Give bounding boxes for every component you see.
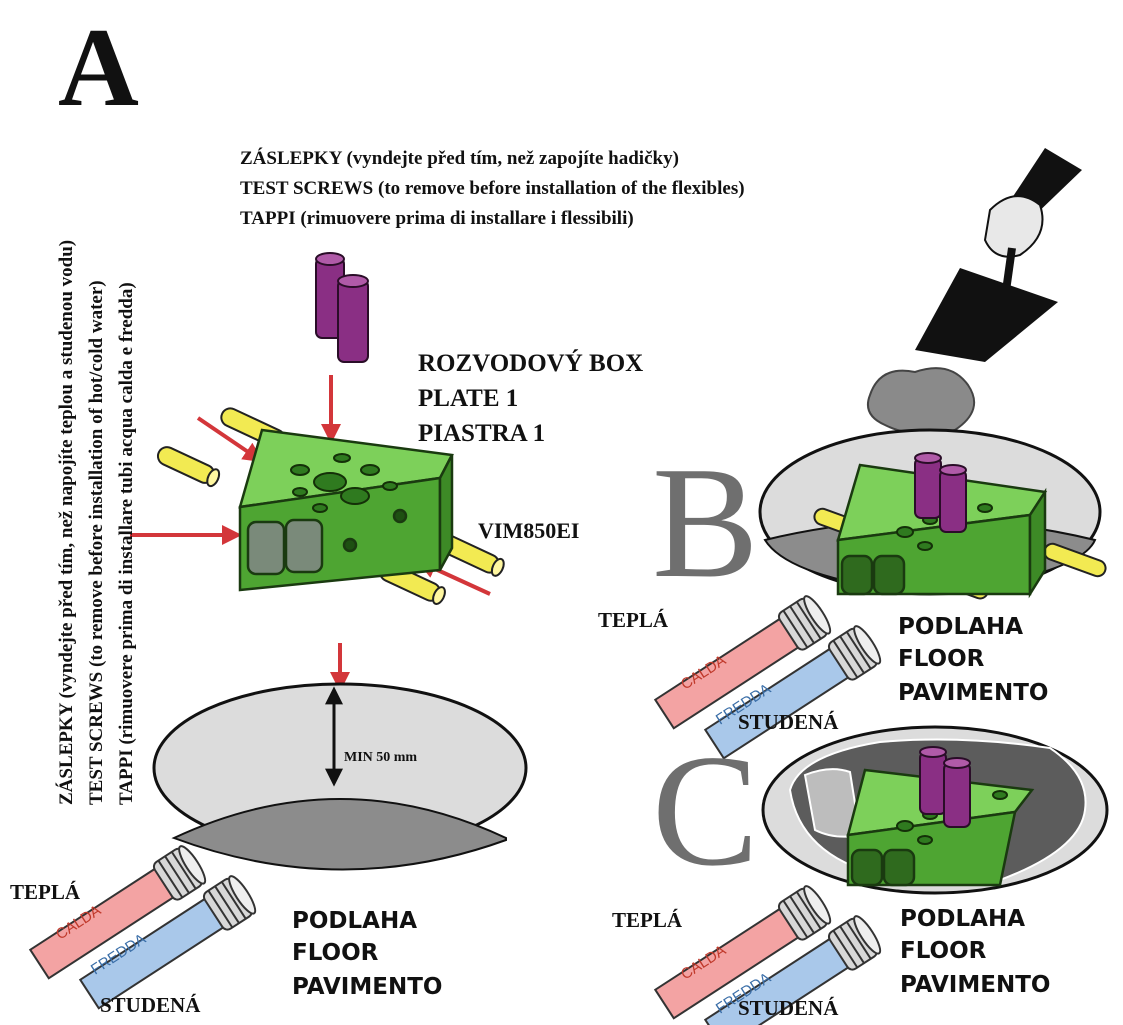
cold-label-c: STUDENÁ [738,996,839,1020]
box-label-it: PIASTRA 1 [418,420,546,447]
panel-letter-b: B [652,433,759,611]
flexible-pipes-c [653,885,882,1025]
panel-letter-c: C [652,721,759,899]
distribution-plate-a [238,428,454,592]
floor-label-cz-c: PODLAHA [900,906,1026,932]
side-note-en: TEST SCREWS (to remove before installati… [86,280,107,805]
model-number: VIM850EI [478,518,580,543]
cold-label-a: STUDENÁ [100,993,201,1017]
min-depth-label: MIN 50 mm [344,750,418,765]
plate-c [846,746,1035,887]
floor-label-en-b: FLOOR [898,646,985,672]
floor-hole-a [152,682,528,871]
trowel-hand-illustration [866,148,1082,452]
hot-label-a: TEPLÁ [10,880,81,904]
floor-label-it-a: PAVIMENTO [292,974,443,1000]
flexible-pipes-b [653,595,882,760]
floor-label-it-c: PAVIMENTO [900,972,1051,998]
side-note-cz: ZÁSLEPKY (vyndejte před tím, než napojít… [56,239,77,805]
floor-label-en-a: FLOOR [292,940,379,966]
red-insertion-arrows [130,375,491,692]
floor-label-en-c: FLOOR [900,938,987,964]
caps-note-en: TEST SCREWS (to remove before installati… [240,178,745,199]
caps-note-cz: ZÁSLEPKY (vyndejte před tím, než zapojít… [240,148,679,169]
purple-test-caps-a [315,252,369,363]
caps-note-it: TAPPI (rimuovere prima di installare i f… [240,208,634,229]
box-label-cz: ROZVODOVÝ BOX [418,350,644,377]
hot-label-b: TEPLÁ [598,608,669,632]
hot-label-c: TEPLÁ [612,908,683,932]
panel-letter-a: A [58,6,139,130]
cold-label-b: STUDENÁ [738,710,839,734]
floor-label-cz-b: PODLAHA [898,614,1024,640]
floor-label-cz-a: PODLAHA [292,908,418,934]
side-note-it: TAPPI (rimuovere prima di installare tub… [116,282,137,805]
flexible-pipes-a [28,845,257,1010]
box-label-en: PLATE 1 [418,385,519,412]
plate-b [813,452,1107,600]
floor-label-it-b: PAVIMENTO [898,680,1049,706]
